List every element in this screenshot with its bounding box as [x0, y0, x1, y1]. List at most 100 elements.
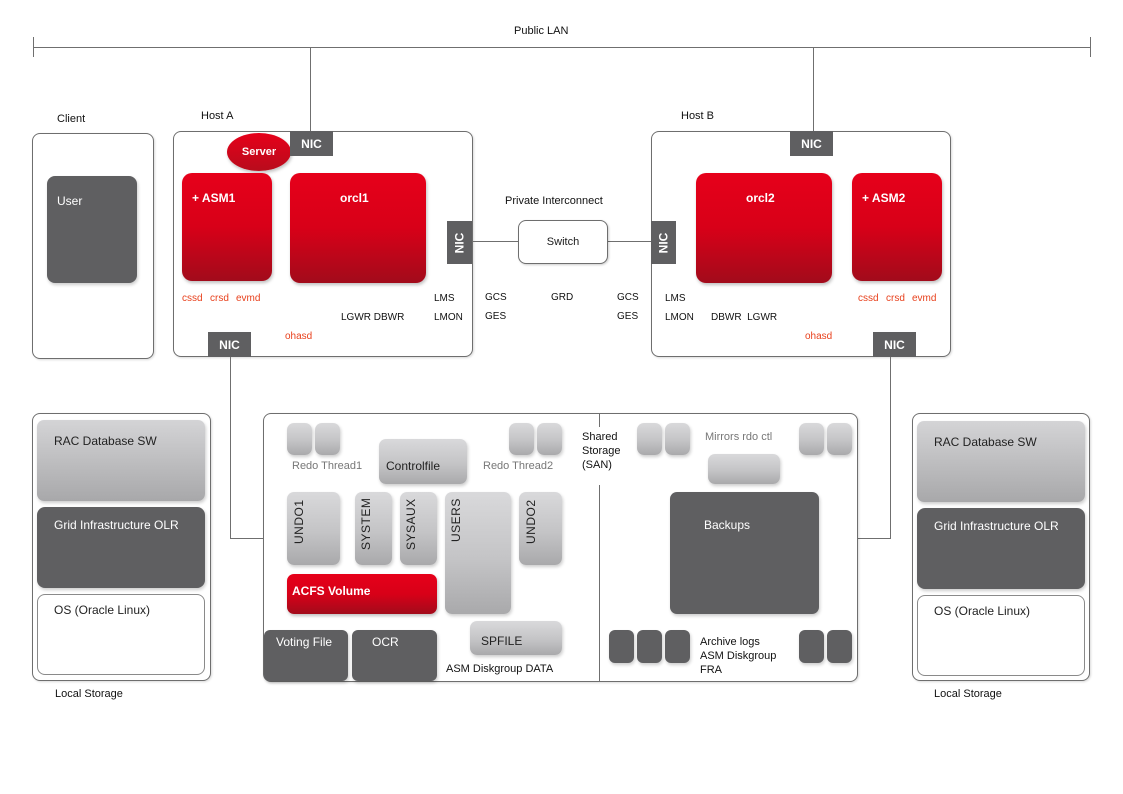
os-layer[interactable]: OS (Oracle Linux)	[917, 595, 1085, 676]
fra-caption-line-3: FRA	[700, 664, 722, 676]
host-a-cssd: cssd	[182, 293, 203, 304]
tablespace-label: SYSAUX	[404, 498, 418, 550]
redo-thread1-log-2[interactable]	[315, 423, 340, 455]
controlfile-label: Controlfile	[386, 459, 441, 473]
tablespace-users[interactable]: USERS	[445, 492, 511, 614]
host-a-ohasd: ohasd	[285, 331, 313, 342]
host-b-writers: DBWR LGWR	[711, 312, 778, 323]
client-box: User	[32, 133, 154, 359]
ocr[interactable]: OCR	[352, 630, 437, 681]
os-layer[interactable]: OS (Oracle Linux)	[37, 594, 205, 675]
archive-log-4[interactable]	[799, 630, 824, 663]
orcl2-instance[interactable]: orcl2	[696, 173, 832, 283]
mirror-log-2[interactable]	[665, 423, 690, 455]
mirror-log-3[interactable]	[799, 423, 824, 455]
tablespace-label: SYSTEM	[359, 497, 373, 550]
redo-thread1-log-1[interactable]	[287, 423, 312, 455]
host-b-lmon: LMON	[665, 312, 694, 323]
acfs-label: ACFS Volume	[292, 584, 371, 598]
archive-log-3[interactable]	[665, 630, 690, 663]
archive-log-2[interactable]	[637, 630, 662, 663]
spfile-label: SPFILE	[481, 634, 523, 648]
mirror-log-1[interactable]	[637, 423, 662, 455]
tablespace-label: USERS	[449, 498, 463, 542]
local-storage-right: RAC Database SW Grid Infrastructure OLR …	[912, 413, 1090, 681]
host-b-storage-link	[857, 538, 891, 540]
host-a-title: Host A	[201, 110, 234, 122]
archive-log-5[interactable]	[827, 630, 852, 663]
grid-infra-olr-layer[interactable]: Grid Infrastructure OLR	[37, 507, 205, 588]
host-a-nic-right[interactable]: NIC	[447, 221, 472, 264]
voting-file-label: Voting File	[276, 635, 333, 649]
grd: GRD	[551, 292, 574, 303]
shared-storage-line-1: Shared	[582, 431, 618, 443]
host-b-lms: LMS	[665, 293, 686, 304]
tablespace-undo2[interactable]: UNDO2	[519, 492, 562, 565]
host-b-title: Host B	[681, 110, 715, 122]
user-block[interactable]: User	[47, 176, 137, 283]
spfile[interactable]: SPFILE	[470, 621, 562, 655]
mirror-log-4[interactable]	[827, 423, 852, 455]
rac-db-sw-layer[interactable]: RAC Database SW	[37, 420, 205, 501]
redo-thread2-log-2[interactable]	[537, 423, 562, 455]
host-b-storage-drop	[890, 357, 892, 539]
layer-label: RAC Database SW	[934, 435, 1037, 449]
layer-label: RAC Database SW	[54, 434, 157, 448]
host-b-ohasd: ohasd	[805, 331, 833, 342]
client-title: Client	[57, 113, 86, 125]
asm1-instance[interactable]: + ASM1	[182, 173, 272, 281]
redo-thread1-label: Redo Thread1	[292, 460, 363, 472]
nic-label: NIC	[884, 337, 905, 352]
tablespace-sysaux[interactable]: SYSAUX	[400, 492, 437, 565]
host-a-evmd: evmd	[236, 293, 261, 304]
mirror-controlfile[interactable]	[708, 454, 780, 484]
tablespace-system[interactable]: SYSTEM	[355, 492, 392, 565]
host-a-storage-link	[230, 538, 264, 540]
fra-caption-line-1: Archive logs	[700, 636, 760, 648]
host-b-crsd: crsd	[886, 293, 905, 304]
host-b-nic-left[interactable]: NIC	[651, 221, 676, 264]
tablespace-undo1[interactable]: UNDO1	[287, 492, 340, 565]
redo-thread2-label: Redo Thread2	[483, 460, 554, 472]
interconnect-line-right	[608, 241, 651, 243]
host-b-evmd: evmd	[912, 293, 937, 304]
public-lan-label: Public LAN	[514, 25, 569, 37]
host-a-nic-top[interactable]: NIC	[290, 131, 333, 156]
redo-thread2-log-1[interactable]	[509, 423, 534, 455]
switch[interactable]: Switch	[518, 220, 608, 264]
archive-log-1[interactable]	[609, 630, 634, 663]
layer-label: Grid Infrastructure OLR	[54, 518, 179, 532]
rac-db-sw-layer[interactable]: RAC Database SW	[917, 421, 1085, 502]
host-b-lan-drop	[813, 47, 815, 131]
orcl1-instance[interactable]: orcl1	[290, 173, 426, 283]
backups[interactable]: Backups	[670, 492, 819, 614]
ocr-label: OCR	[372, 635, 399, 649]
host-b-nic-bottom[interactable]: NIC	[873, 332, 916, 357]
layer-label: Grid Infrastructure OLR	[934, 519, 1059, 533]
nic-label: NIC	[656, 232, 671, 253]
server-ellipse[interactable]: Server	[227, 133, 291, 171]
layer-label: OS (Oracle Linux)	[934, 604, 1031, 618]
controlfile[interactable]: Controlfile	[379, 439, 467, 484]
tablespace-label: UNDO1	[292, 499, 306, 544]
server-label: Server	[241, 146, 277, 158]
mirrors-label: Mirrors rdo ctl	[705, 431, 773, 443]
ges-left: GES	[485, 311, 507, 322]
public-lan-right-end	[1090, 37, 1092, 57]
asm2-instance[interactable]: + ASM2	[852, 173, 942, 281]
local-storage-left-caption: Local Storage	[55, 688, 123, 700]
public-lan-line	[33, 47, 1091, 49]
grid-infra-olr-layer[interactable]: Grid Infrastructure OLR	[917, 508, 1085, 589]
host-a-nic-bottom[interactable]: NIC	[208, 332, 251, 357]
asm1-label: + ASM1	[192, 191, 236, 205]
ges-right: GES	[617, 311, 639, 322]
fra-caption-line-2: ASM Diskgroup	[700, 650, 777, 662]
shared-storage-line-2: Storage	[582, 445, 621, 457]
host-a-storage-drop	[230, 357, 232, 539]
user-label: User	[57, 194, 83, 208]
asm2-label: + ASM2	[862, 191, 906, 205]
acfs-volume[interactable]: ACFS Volume	[287, 574, 437, 614]
host-b-nic-top[interactable]: NIC	[790, 131, 833, 156]
voting-file[interactable]: Voting File	[264, 630, 348, 681]
public-lan-left-end	[33, 37, 35, 57]
